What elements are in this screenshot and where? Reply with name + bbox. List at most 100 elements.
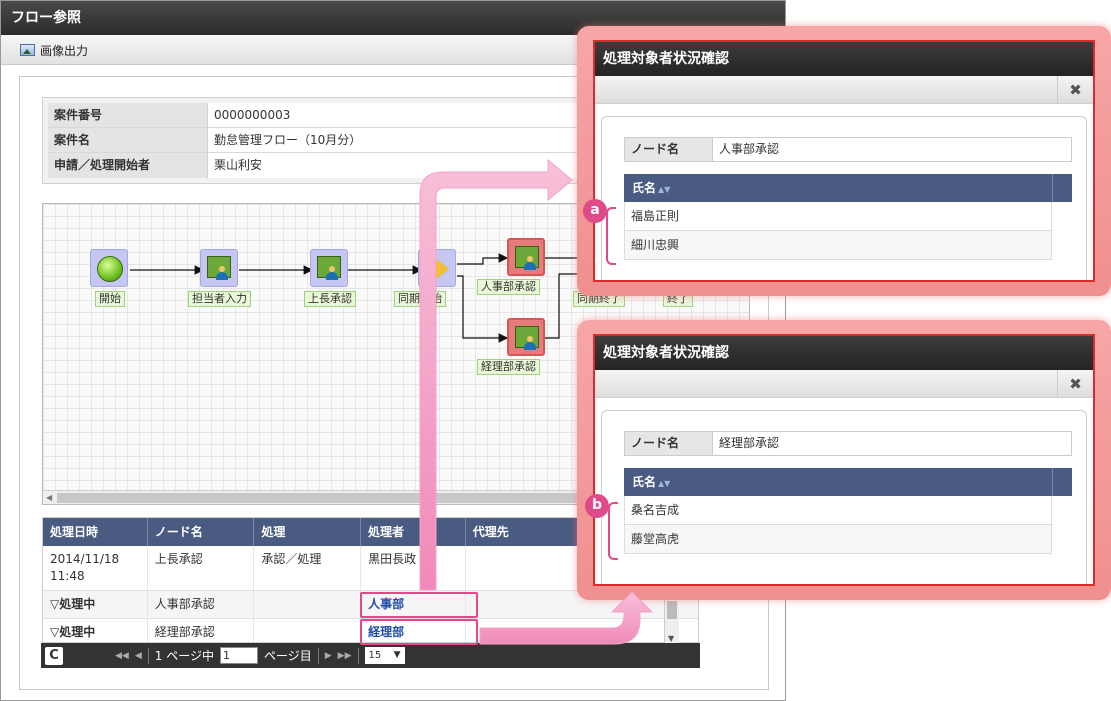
info-key: 申請／処理開始者 [48, 153, 208, 178]
node-name-field: ノード名 人事部承認 [624, 137, 1072, 162]
cell-node: 経理部承認 [148, 619, 255, 642]
col-spacer [1052, 468, 1072, 496]
col-processor[interactable]: 処理者 [361, 518, 466, 546]
node-name-value: 経理部承認 [719, 436, 780, 450]
node-name-value: 人事部承認 [719, 142, 780, 156]
export-image-button[interactable]: 画像出力 [11, 39, 97, 61]
cell-action: 承認／処理 [254, 546, 362, 590]
target-users-grid: 氏名▲▼ 福島正則 細川忠興 [624, 174, 1072, 260]
next-page-icon[interactable]: ▶ [324, 650, 332, 661]
info-row: 案件名 勤怠管理フロー（10月分） [48, 128, 596, 153]
node-name-key: ノード名 [625, 432, 713, 455]
col-datetime[interactable]: 処理日時 [43, 518, 148, 546]
node-hr-approval[interactable] [507, 238, 545, 276]
info-key: 案件番号 [48, 103, 208, 127]
image-icon [20, 44, 35, 56]
list-item: 細川忠興 [624, 231, 1052, 260]
node-name-key: ノード名 [625, 138, 713, 161]
node-label: 経理部承認 [477, 359, 540, 375]
grid-header: 氏名▲▼ [624, 468, 1072, 496]
node-sync-start[interactable] [418, 249, 456, 287]
grid-header: 氏名▲▼ [624, 174, 1072, 202]
node-input[interactable] [200, 249, 238, 287]
dialog-b-frame: 処理対象者状況確認 ✖ ノード名 経理部承認 氏名▲▼ 桑名吉成 藤堂高虎 [577, 320, 1111, 600]
cell-datetime: ▽処理中 [43, 619, 148, 642]
cell-action [254, 591, 362, 618]
pager-divider [147, 647, 149, 664]
info-value: 勤怠管理フロー（10月分） [208, 128, 596, 152]
highlight-hr-processor [360, 592, 478, 618]
scroll-thumb[interactable] [667, 601, 677, 619]
scroll-left-icon[interactable]: ◀ [46, 493, 53, 502]
pager: C ◀◀ ◀ 1 ページ中 ページ目 ▶ ▶▶ 15▼ [41, 643, 700, 668]
info-key: 案件名 [48, 128, 208, 152]
node-name-field: ノード名 経理部承認 [624, 431, 1072, 456]
info-value: 0000000003 [208, 103, 596, 127]
cell-node: 上長承認 [148, 546, 255, 590]
node-label: 同期開始 [394, 291, 446, 307]
processor-link-hr[interactable]: 人事部 [361, 591, 466, 618]
chevron-down-icon: ▼ [393, 650, 401, 660]
dialog-title: 処理対象者状況確認 [595, 336, 1093, 370]
annotation-badge-b: b [585, 494, 609, 518]
node-start[interactable] [90, 249, 128, 287]
export-image-label: 画像出力 [40, 43, 89, 58]
dialog-panel: ノード名 経理部承認 氏名▲▼ 桑名吉成 藤堂高虎 [601, 410, 1087, 584]
sort-icon: ▲▼ [658, 185, 671, 194]
list-item: 福島正則 [624, 202, 1052, 231]
scroll-down-icon[interactable]: ▼ [668, 634, 675, 643]
list-item: 桑名吉成 [624, 496, 1052, 525]
col-node[interactable]: ノード名 [148, 518, 255, 546]
col-spacer [1052, 174, 1072, 202]
processor-link-acct[interactable]: 経理部 [361, 619, 466, 642]
pager-divider [317, 647, 319, 664]
user-icon [216, 266, 228, 280]
close-icon[interactable]: ✖ [1057, 370, 1093, 398]
dialog-a: 処理対象者状況確認 ✖ ノード名 人事部承認 氏名▲▼ 福島正則 細川忠興 [593, 40, 1095, 282]
col-name[interactable]: 氏名▲▼ [632, 475, 671, 489]
highlight-acct-processor [360, 619, 478, 645]
sort-icon: ▲▼ [658, 479, 671, 488]
page-size-select[interactable]: 15▼ [364, 647, 405, 664]
cell-datetime: ▽処理中 [43, 591, 148, 618]
dialog-a-frame: 処理対象者状況確認 ✖ ノード名 人事部承認 氏名▲▼ 福島正則 細川忠興 [577, 26, 1111, 296]
close-icon[interactable]: ✖ [1057, 76, 1093, 104]
last-page-icon[interactable]: ▶▶ [337, 650, 352, 661]
user-icon [524, 336, 536, 350]
prev-page-icon[interactable]: ◀ [134, 650, 142, 661]
user-icon [326, 266, 338, 280]
col-name[interactable]: 氏名▲▼ [632, 181, 671, 195]
node-label: 人事部承認 [477, 279, 540, 295]
info-row: 申請／処理開始者 栗山利安 [48, 153, 596, 178]
first-page-icon[interactable]: ◀◀ [115, 650, 129, 661]
dialog-toolbar: ✖ [595, 76, 1093, 104]
dialog-toolbar: ✖ [595, 370, 1093, 398]
col-action[interactable]: 処理 [254, 518, 362, 546]
scroll-thumb[interactable] [57, 493, 597, 503]
page-suffix-label: ページ目 [263, 649, 312, 663]
annotation-badge-a: a [583, 199, 607, 223]
connector [457, 253, 509, 265]
node-boss-approval[interactable] [310, 249, 348, 287]
page-input[interactable] [219, 647, 258, 664]
list-item: 藤堂高虎 [624, 525, 1052, 554]
info-value: 栗山利安 [208, 153, 596, 178]
dialog-panel: ノード名 人事部承認 氏名▲▼ 福島正則 細川忠興 [601, 116, 1087, 280]
case-info-table: 案件番号 0000000003 案件名 勤怠管理フロー（10月分） 申請／処理開… [42, 97, 602, 184]
target-users-grid: 氏名▲▼ 桑名吉成 藤堂高虎 [624, 468, 1072, 554]
sync-icon [427, 260, 449, 278]
refresh-icon[interactable]: C [45, 646, 63, 665]
cell-processor: 黒田長政 [361, 546, 466, 590]
annotation-brace-b [608, 502, 618, 560]
info-row: 案件番号 0000000003 [48, 103, 596, 128]
pager-divider [357, 647, 359, 664]
grid-vscrollbar[interactable]: ▼ [664, 597, 679, 644]
node-label: 担当者入力 [188, 291, 251, 307]
node-label: 上長承認 [304, 291, 356, 307]
user-icon [524, 256, 536, 270]
annotation-brace-a [606, 207, 616, 265]
cell-action [254, 619, 362, 642]
dialog-title: 処理対象者状況確認 [595, 42, 1093, 76]
node-acct-approval[interactable] [507, 318, 545, 356]
